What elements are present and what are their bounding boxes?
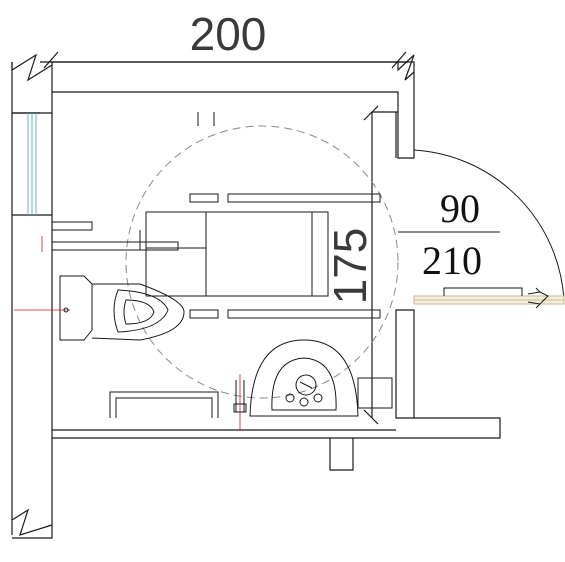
width-dimension-line bbox=[40, 51, 408, 69]
sink bbox=[249, 339, 359, 417]
walls bbox=[11, 61, 501, 539]
toilet-center-marker bbox=[63, 307, 69, 313]
door-handle bbox=[443, 287, 549, 309]
sink-support-bar bbox=[233, 380, 247, 413]
bottom-grab-bar bbox=[109, 391, 219, 418]
waste-bin bbox=[357, 377, 393, 409]
door-width-label: 90 bbox=[440, 186, 480, 231]
break-marks bbox=[11, 53, 415, 536]
depth-dimension-line bbox=[363, 105, 379, 425]
wall-grab-bars bbox=[189, 112, 381, 319]
turning-circle bbox=[125, 125, 399, 399]
toilet bbox=[59, 275, 185, 341]
depth-dimension-label: 175 bbox=[324, 228, 376, 305]
door bbox=[413, 149, 565, 305]
fold-down-grab-bar bbox=[145, 211, 329, 297]
door-height-label: 210 bbox=[422, 238, 482, 283]
window-glass bbox=[27, 113, 37, 215]
toilet-axis bbox=[14, 236, 70, 311]
width-dimension-label: 200 bbox=[190, 8, 267, 60]
toilet-side-bars bbox=[51, 221, 179, 251]
